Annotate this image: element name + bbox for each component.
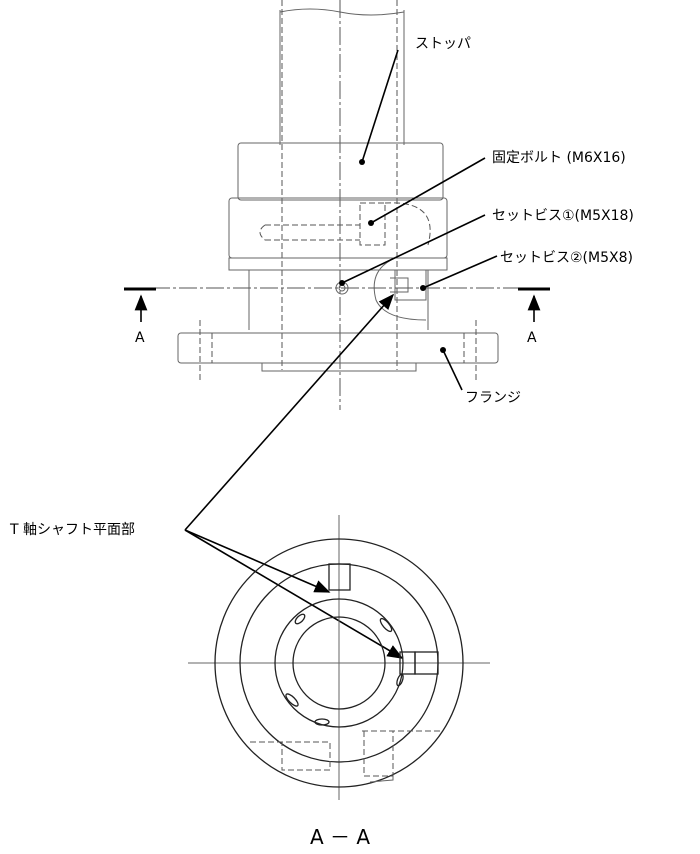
section-letter-left: A (135, 330, 145, 346)
section-letter-right: A (527, 330, 537, 346)
section-title: A － A (310, 825, 370, 849)
label-t-axis-flat: T 軸シャフト平面部 (9, 522, 135, 538)
label-flange: フランジ (465, 390, 521, 406)
front-view (125, 0, 545, 410)
label-fixing-bolt: 固定ボルト (M6X16) (492, 150, 626, 166)
leader-lines (184, 49, 498, 659)
label-stopper: ストッパ (415, 36, 471, 52)
section-view (188, 515, 490, 800)
section-mark-right (518, 287, 550, 322)
label-set-screw-2: セットビス②(M5X8) (500, 250, 633, 266)
label-set-screw-1: セットビス①(M5X18) (492, 208, 634, 224)
section-mark-left (124, 287, 156, 322)
